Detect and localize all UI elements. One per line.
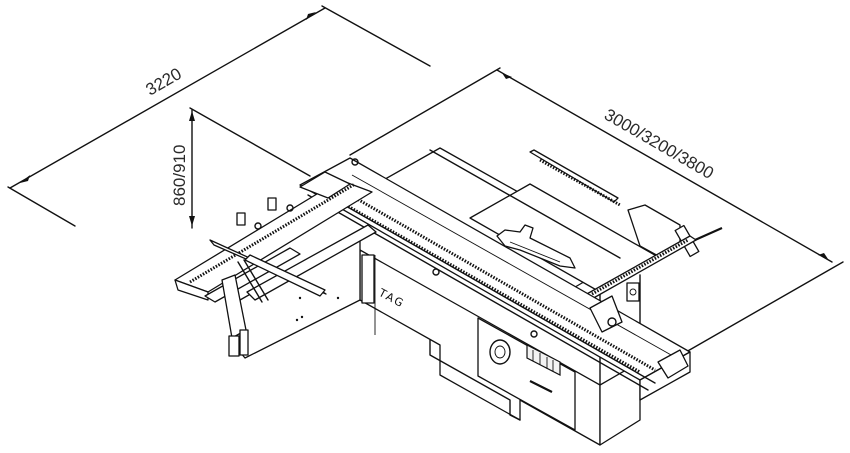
control-knob-icon: [489, 339, 511, 365]
arrowhead-icon: [502, 73, 512, 79]
arrowhead-icon: [818, 253, 828, 259]
outrigger-frame: [174, 158, 377, 357]
dimension-label-860-910: 860/910: [170, 145, 189, 206]
arrowhead-icon: [306, 12, 316, 20]
machine-cabinet: TAG: [239, 231, 641, 446]
arrowhead-icon: [189, 216, 195, 226]
arrowhead-icon: [20, 175, 30, 183]
arrowhead-icon: [189, 111, 195, 121]
dimension-label-3220: 3220: [143, 64, 185, 99]
dimension-table-height: 860/910: [170, 107, 311, 229]
main-table: [379, 147, 723, 302]
blade-guard-icon: [496, 224, 576, 269]
dimension-label-3000-3200-3800: 3000/3200/3800: [601, 105, 717, 183]
